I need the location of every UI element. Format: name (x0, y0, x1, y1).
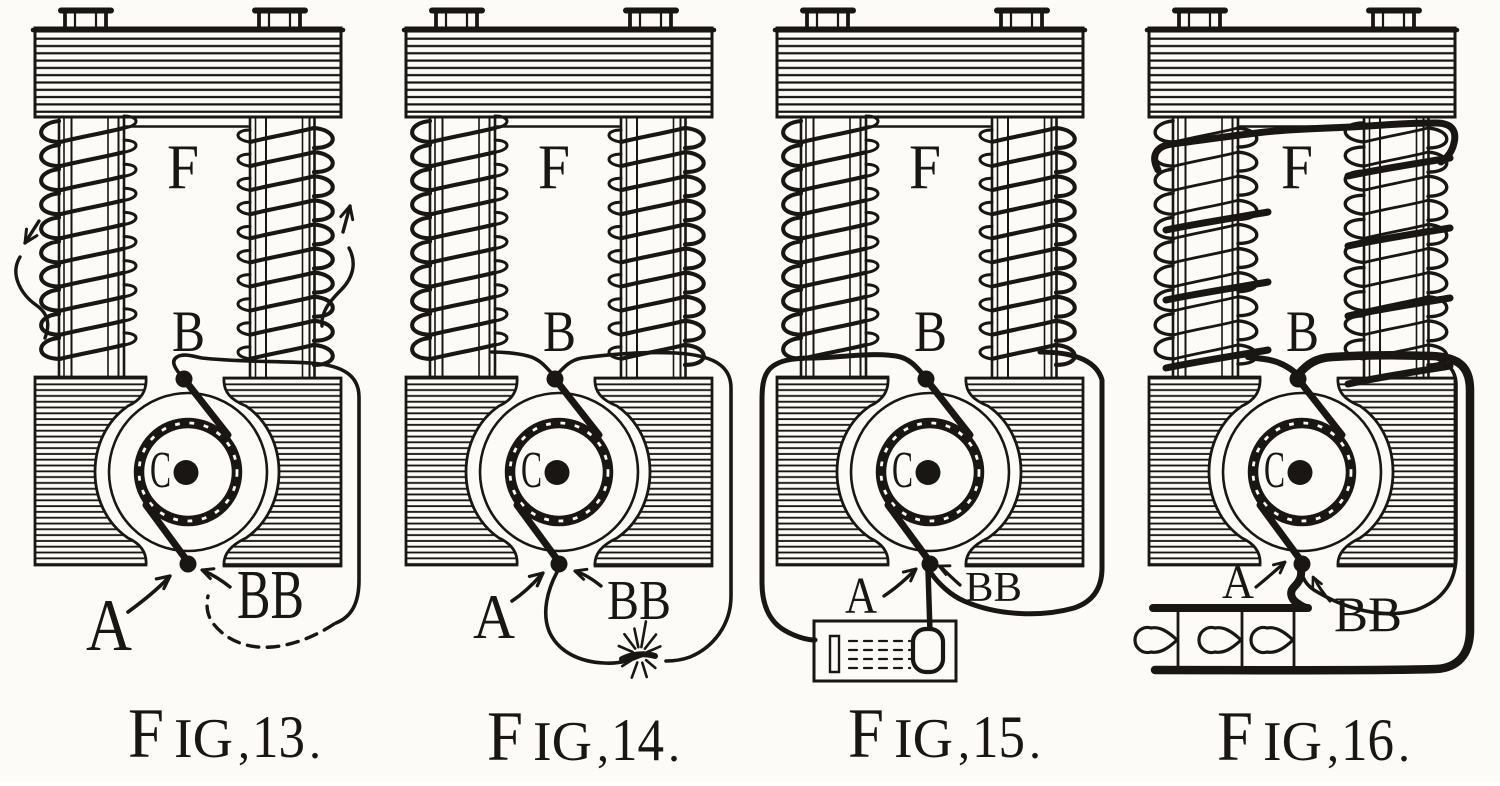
svg-text:IG: IG (1263, 711, 1322, 773)
svg-text:F: F (1281, 131, 1313, 202)
svg-text:C: C (150, 442, 171, 499)
svg-text:F: F (848, 695, 884, 773)
svg-text:A: A (86, 585, 132, 667)
svg-text:A: A (845, 568, 877, 625)
svg-text:IG: IG (894, 708, 953, 770)
svg-text:B: B (914, 299, 947, 364)
svg-text:F: F (538, 131, 570, 202)
svg-text:BB: BB (607, 570, 671, 632)
svg-text:F: F (128, 695, 164, 773)
svg-text:F: F (909, 131, 941, 202)
svg-text:B: B (1286, 299, 1319, 364)
svg-text:16: 16 (1341, 707, 1394, 773)
svg-text:BB: BB (965, 565, 1022, 611)
svg-text:IG: IG (174, 708, 233, 770)
svg-text:F: F (1217, 698, 1253, 776)
svg-text:A: A (1222, 556, 1254, 609)
svg-text:C: C (892, 442, 913, 499)
svg-text:.: . (1029, 716, 1041, 769)
svg-text:,: , (597, 719, 609, 772)
svg-text:.: . (1398, 719, 1410, 772)
svg-text:IG: IG (533, 711, 592, 773)
svg-text:.: . (668, 719, 680, 772)
svg-text:C: C (521, 442, 542, 499)
svg-text:14: 14 (611, 707, 664, 773)
svg-text:B: B (172, 299, 205, 364)
svg-text:BB: BB (1334, 586, 1402, 642)
svg-text:BB: BB (237, 557, 304, 634)
svg-text:B: B (543, 299, 576, 364)
svg-text:,: , (238, 716, 250, 769)
svg-text:.: . (309, 716, 321, 769)
svg-text:13: 13 (252, 704, 305, 770)
svg-text:,: , (1327, 719, 1339, 772)
svg-text:,: , (958, 716, 970, 769)
svg-text:F: F (487, 698, 523, 776)
svg-text:15: 15 (972, 704, 1025, 770)
svg-text:F: F (167, 131, 199, 202)
svg-text:C: C (1264, 442, 1285, 499)
svg-text:A: A (473, 581, 515, 652)
